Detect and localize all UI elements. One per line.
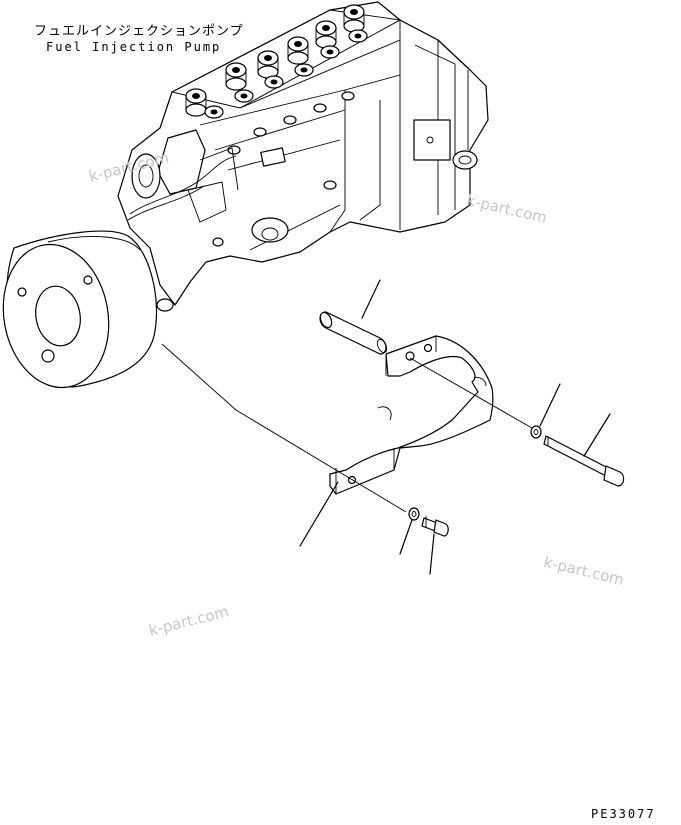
assembly-centerlines bbox=[161, 343, 533, 513]
long-bolt bbox=[543, 435, 625, 487]
leader-lines bbox=[299, 279, 611, 575]
pump-mounting-bracket bbox=[329, 335, 494, 495]
washer-lower bbox=[408, 507, 420, 521]
delivery-valve-fittings bbox=[185, 4, 368, 119]
drive-coupling-illustration bbox=[2, 230, 158, 389]
washer-upper bbox=[530, 425, 542, 439]
drawing-code: PE33077 bbox=[591, 807, 656, 821]
pump-title-japanese: フュエルインジェクションポンプ bbox=[34, 24, 244, 39]
spacer-pin bbox=[319, 311, 388, 355]
pump-title-english: Fuel Injection Pump bbox=[46, 40, 222, 54]
short-bolt bbox=[421, 516, 449, 537]
fuel-injection-pump-illustration bbox=[117, 1, 489, 312]
